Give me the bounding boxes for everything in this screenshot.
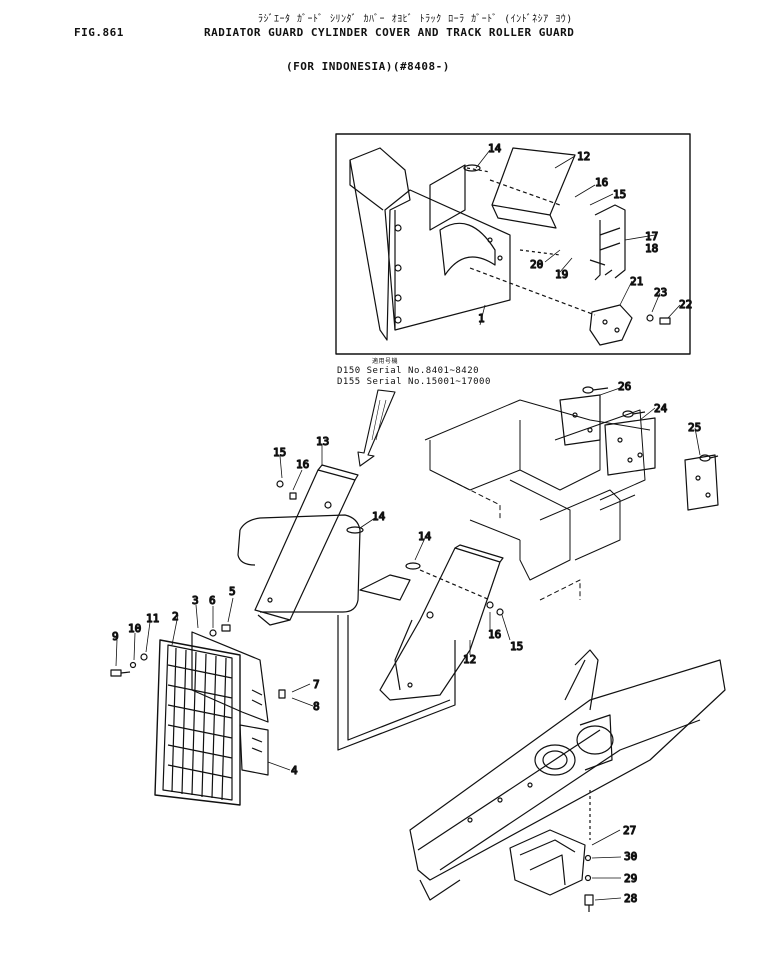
callout-3: 3 [192,594,199,607]
callout-6: 6 [209,594,216,607]
inset-cylinder-cover [463,147,576,229]
callout-4: 4 [291,764,298,777]
reference-arrow [357,389,396,467]
callout-18: 18 [645,242,658,255]
callout-27: 27 [623,824,636,837]
callout-7: 7 [313,678,320,691]
callout-11: 11 [146,612,159,625]
callout-15: 15 [613,188,626,201]
mounting-plate-26 [559,386,609,446]
mounting-plate-24 [604,410,656,476]
inset-guard-bracket [519,204,626,281]
callout-15c: 15 [510,640,523,653]
callout-14: 14 [488,142,502,155]
callout-9: 9 [112,630,119,643]
callout-30: 30 [624,850,637,863]
roller-guard-hardware [584,854,594,912]
callout-20: 20 [530,258,543,271]
callout-17: 17 [645,230,658,243]
callout-13: 13 [316,435,329,448]
callout-26: 26 [618,380,631,393]
serial-note-header: 適用号機 [372,358,399,365]
callout-23: 23 [654,286,667,299]
callout-10: 10 [128,622,141,635]
callout-14c: 14 [418,530,432,543]
serial-note-line-2: D155 Serial No.15001~17000 [337,377,491,387]
hardware-bolts [110,480,504,699]
callout-29: 29 [624,872,637,885]
frame-outline [424,399,651,601]
callout-24: 24 [654,402,668,415]
callout-28: 28 [624,892,637,905]
page-subtitle: (FOR INDONESIA)(#8408-) [286,60,450,73]
callout-15b: 15 [273,446,286,459]
inset-cover-plate [469,267,671,346]
callout-12b: 12 [463,653,476,666]
callout-14b: 14 [372,510,386,523]
japanese-title: ﾗｼﾞｴｰﾀ ｶﾞｰﾄﾞ ｼﾘﾝﾀﾞ ｶﾊﾞｰ ｵﾖﾋﾞ ﾄﾗｯｸ ﾛｰﾗ ｶﾞ… [258,14,573,25]
track-roller-guard [509,790,591,896]
callout-25: 25 [688,421,701,434]
page-title: RADIATOR GUARD CYLINDER COVER AND TRACK … [204,26,575,39]
callout-8: 8 [313,700,320,713]
mounting-plate-25 [684,454,719,511]
figure-number: FIG.861 [74,26,124,39]
radiator-guard-frame [237,514,456,751]
inset-radiator-side-panel [349,147,511,341]
radiator-grill [154,639,241,806]
callout-2: 2 [172,610,179,623]
callout-16c: 16 [488,628,501,641]
callout-1: 1 [478,312,485,325]
grill-plate-3 [191,631,269,723]
callout-21: 21 [630,275,643,288]
serial-note-line-1: D150 Serial No.8401~8420 [337,366,480,376]
cylinder-cover-left [254,464,364,626]
callout-16b: 16 [296,458,309,471]
callout-5: 5 [229,585,236,598]
grill-plate-4 [239,724,269,776]
detail-inset-frame [335,133,691,355]
callout-12: 12 [577,150,590,163]
callout-22: 22 [679,298,692,311]
callout-16: 16 [595,176,608,189]
cylinder-cover-right [379,544,504,701]
callout-19: 19 [555,268,568,281]
leader-lines [115,149,701,901]
callout-labels: 1 2 3 4 5 6 7 8 9 10 11 12 12 13 14 14 1… [111,141,701,905]
track-frame [409,649,726,901]
